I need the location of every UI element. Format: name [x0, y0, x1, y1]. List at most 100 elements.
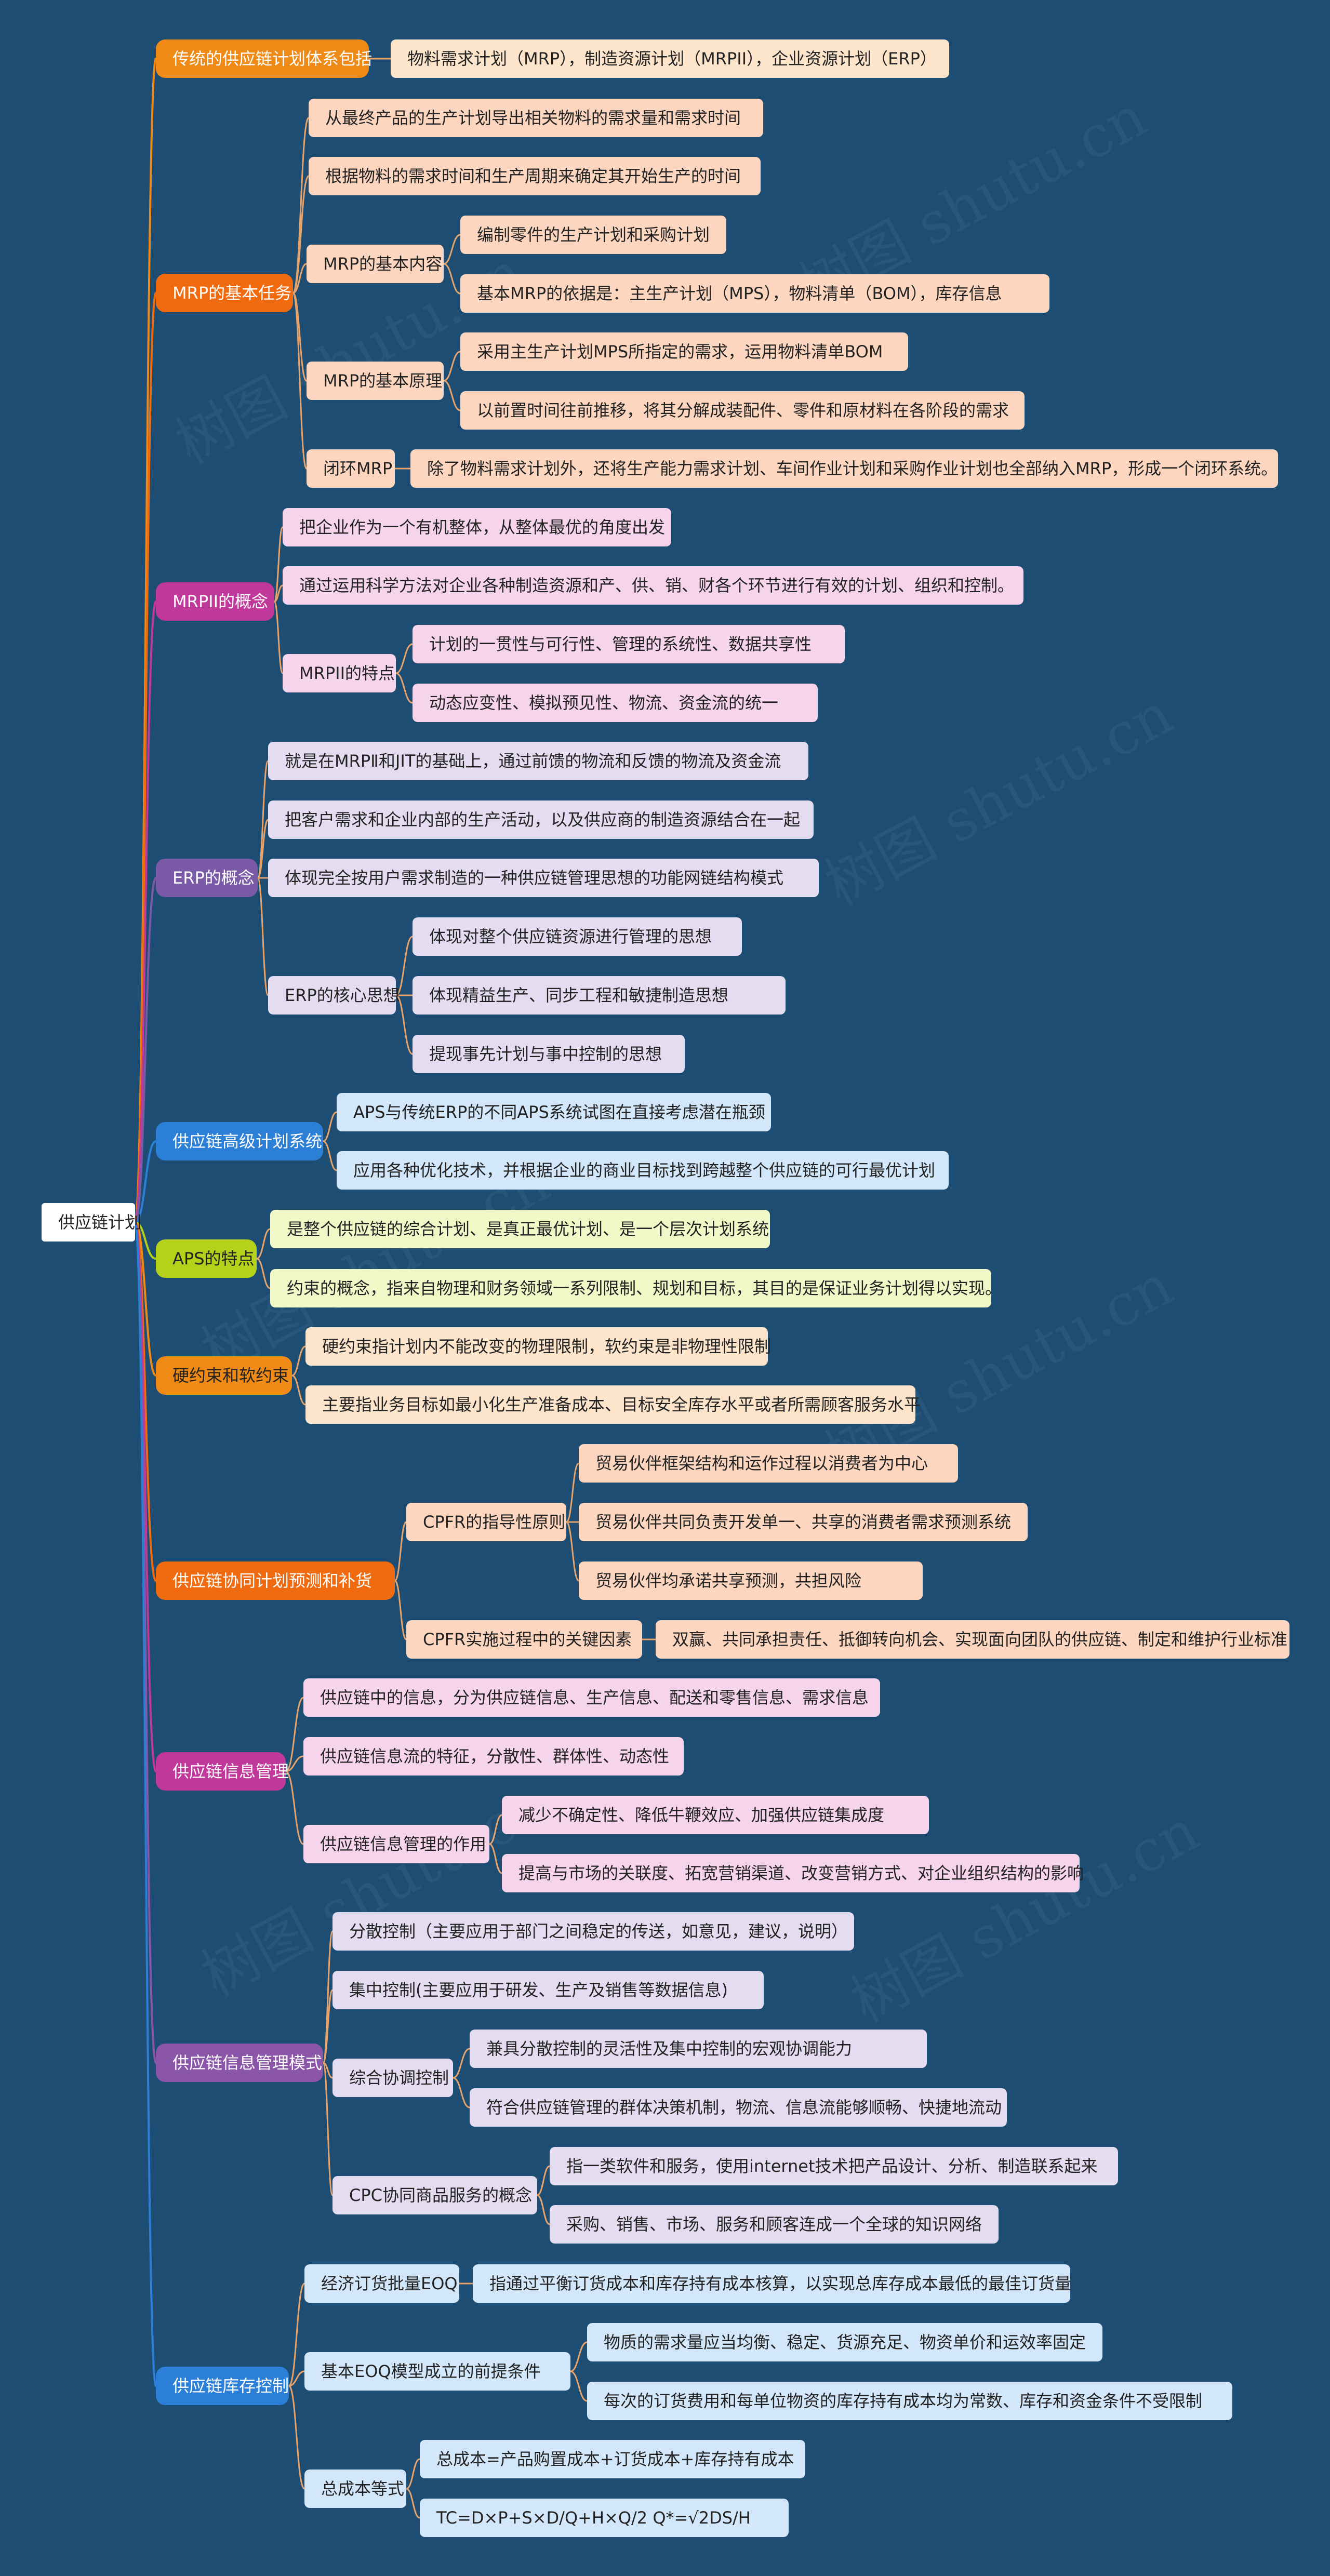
- leaf-node-b1c1[interactable]: 物料需求计划（MRP），制造资源计划（MRPII），企业资源计划（ERP）: [391, 39, 949, 78]
- connector-b3: [134, 600, 157, 1223]
- connector-b3c1: [273, 526, 284, 603]
- connector-b7c2: [291, 1374, 306, 1406]
- leaf-node-b3c3a[interactable]: 计划的一贯性与可行性、管理的系统性、数据共享性: [413, 625, 845, 663]
- leaf-node-b4c4b[interactable]: 体现精益生产、同步工程和敏捷制造思想: [413, 976, 786, 1015]
- connector-b10c3a: [453, 2048, 470, 2079]
- leaf-node-b11c3[interactable]: 总成本等式: [304, 2470, 406, 2508]
- connector-b9c3: [285, 1770, 304, 1845]
- leaf-node-b11c2b[interactable]: 每次的订货费用和每单位物资的库存持有成本均为常数、库存和资金条件不受限制: [587, 2382, 1232, 2420]
- leaf-node-b4c4[interactable]: ERP的核心思想: [268, 976, 400, 1015]
- leaf-node-b11c3a[interactable]: 总成本=产品购置成本+订货成本+库存持有成本: [420, 2440, 805, 2478]
- leaf-node-b10c3b[interactable]: 符合供应链管理的群体决策机制，物流、信息流能够顺畅、快捷地流动: [470, 2088, 1007, 2127]
- leaf-node-b3c3b[interactable]: 动态应变性、模拟预见性、物流、资金流的统一: [413, 684, 818, 722]
- connector-b2c5: [292, 292, 308, 470]
- branch-node-b2[interactable]: MRP的基本任务: [156, 274, 293, 312]
- leaf-node-b8c1b[interactable]: 贸易伙伴共同负责开发单一、共享的消费者需求预测系统: [579, 1503, 1028, 1541]
- connector-b6: [135, 1221, 156, 1260]
- leaf-node-b5c2[interactable]: 应用各种优化技术，并根据企业的商业目标找到跨越整个供应链的可行最优计划: [337, 1151, 949, 1190]
- leaf-node-b6c2[interactable]: 约束的概念，指来自物理和财务领域一系列限制、规划和目标，其目的是保证业务计划得以…: [270, 1269, 1002, 1307]
- leaf-node-b3c3[interactable]: MRPII的特点: [283, 654, 396, 692]
- leaf-node-b2c4[interactable]: MRP的基本原理: [307, 362, 444, 400]
- leaf-node-b2c3[interactable]: MRP的基本内容: [307, 245, 444, 283]
- leaf-node-b5c1[interactable]: APS与传统ERP的不同APS系统试图在直接考虑潜在瓶颈: [337, 1093, 771, 1131]
- leaf-node-b4c4c[interactable]: 提现事先计划与事中控制的思想: [413, 1035, 685, 1073]
- connector-b8c1a: [565, 1462, 580, 1523]
- leaf-node-b2c5[interactable]: 闭环MRP: [307, 449, 395, 488]
- branch-node-b11[interactable]: 供应链库存控制: [156, 2367, 289, 2405]
- leaf-node-b4c2[interactable]: 把客户需求和企业内部的生产活动，以及供应商的制造资源结合在一起: [268, 800, 814, 839]
- connector-b9c3b: [489, 1843, 502, 1874]
- leaf-node-b8c1c[interactable]: 贸易伙伴均承诺共享预测，共担风险: [579, 1561, 923, 1600]
- connector-b5: [135, 1140, 156, 1223]
- leaf-node-b9c3a[interactable]: 减少不确定性、降低牛鞭效应、加强供应链集成度: [502, 1796, 929, 1834]
- leaf-node-b8c2[interactable]: CPFR实施过程中的关键因素: [406, 1620, 642, 1659]
- leaf-node-b10c3[interactable]: 综合协调控制: [332, 2059, 453, 2097]
- connector-b11c2b: [570, 2370, 588, 2402]
- branch-node-b7[interactable]: 硬约束和软约束: [156, 1356, 292, 1395]
- leaf-node-b11c2a[interactable]: 物质的需求量应当均衡、稳定、货源充足、物资单价和运效率固定: [587, 2323, 1102, 2361]
- leaf-node-b2c4b[interactable]: 以前置时间往前推移，将其分解成装配件、零件和原材料在各阶段的需求: [460, 391, 1025, 430]
- connector-b2c2: [292, 175, 310, 294]
- connector-b7c1: [291, 1345, 306, 1377]
- branch-node-b1[interactable]: 传统的供应链计划体系包括: [156, 39, 372, 78]
- branch-node-b4[interactable]: ERP的概念: [156, 859, 258, 897]
- connector-b2c4b: [443, 380, 461, 411]
- connector-b3c2: [274, 584, 283, 603]
- branch-node-b10[interactable]: 供应链信息管理模式: [156, 2044, 323, 2082]
- connector-b9c1: [285, 1697, 304, 1772]
- leaf-node-b10c1[interactable]: 分散控制（主要应用于部门之间稳定的传送，如意见，建议，说明）: [332, 1912, 854, 1951]
- leaf-node-b10c4a[interactable]: 指一类软件和服务，使用internet技术把产品设计、分析、制造联系起来: [550, 2147, 1118, 2185]
- leaf-node-b4c4a[interactable]: 体现对整个供应链资源进行管理的思想: [413, 917, 742, 956]
- leaf-node-b11c1[interactable]: 经济订货批量EOQ: [304, 2264, 459, 2303]
- connector-b2c3b: [443, 263, 461, 295]
- leaf-node-b3c1[interactable]: 把企业作为一个有机整体，从整体最优的角度出发: [283, 508, 671, 546]
- connector-b4c4a: [395, 936, 413, 996]
- connector-b11c3a: [406, 2458, 420, 2490]
- connector-b11: [134, 1221, 157, 2387]
- branch-node-b8[interactable]: 供应链协同计划预测和补货: [156, 1561, 395, 1600]
- connector-b4c2: [257, 819, 269, 879]
- leaf-node-b3c2[interactable]: 通过运用科学方法对企业各种制造资源和产、供、销、财各个环节进行有效的计划、组织和…: [283, 566, 1023, 605]
- leaf-node-b2c2[interactable]: 根据物料的需求时间和生产周期来确定其开始生产的时间: [309, 157, 761, 195]
- leaf-node-b7c1[interactable]: 硬约束指计划内不能改变的物理限制，软约束是非物理性限制: [305, 1327, 771, 1366]
- branch-node-b3[interactable]: MRPII的概念: [156, 582, 274, 621]
- leaf-node-b10c4[interactable]: CPC协同商品服务的概念: [332, 2176, 537, 2214]
- leaf-node-b11c2[interactable]: 基本EOQ模型成立的前提条件: [304, 2352, 570, 2391]
- leaf-node-b9c2[interactable]: 供应链信息流的特征，分散性、群体性、动态性: [303, 1737, 684, 1776]
- leaf-node-b8c2a[interactable]: 双赢、共同承担责任、抵御转向机会、实现面向团队的供应链、制定和维护行业标准: [656, 1620, 1289, 1659]
- connector-b3c3b: [395, 672, 413, 704]
- leaf-node-b8c1[interactable]: CPFR的指导性原则: [406, 1503, 566, 1541]
- leaf-node-b2c5a[interactable]: 除了物料需求计划外，还将生产能力需求计划、车间作业计划和采购作业计划也全部纳入M…: [410, 449, 1278, 488]
- branch-node-b5[interactable]: 供应链高级计划系统: [156, 1122, 323, 1160]
- leaf-node-b10c4b[interactable]: 采购、销售、市场、服务和顾客连成一个全球的知识网络: [550, 2205, 999, 2244]
- connector-b2c3a: [443, 234, 461, 265]
- connector-b8c2: [394, 1580, 407, 1640]
- leaf-node-b2c4a[interactable]: 采用主生产计划MPS所指定的需求，运用物料清单BOM: [460, 332, 908, 371]
- leaf-node-b2c3b[interactable]: 基本MRP的依据是：主生产计划（MPS），物料清单（BOM），库存信息: [460, 274, 1049, 313]
- connector-b10c4b: [537, 2194, 550, 2225]
- leaf-node-b7c2[interactable]: 主要指业务目标如最小化生产准备成本、目标安全库存水平或者所需顾客服务水平: [305, 1385, 921, 1424]
- leaf-node-b10c2[interactable]: 集中控制(主要应用于研发、生产及销售等数据信息): [332, 1971, 764, 2009]
- leaf-node-b4c1[interactable]: 就是在MRPⅡ和JIT的基础上，通过前馈的物流和反馈的物流及资金流: [268, 742, 808, 780]
- connector-b3c3a: [395, 643, 413, 674]
- root-node[interactable]: 供应链计划: [42, 1203, 141, 1242]
- leaf-node-b6c1[interactable]: 是整个供应链的综合计划、是真正最优计划、是一个层次计划系统: [270, 1210, 770, 1248]
- connector-b9c3a: [489, 1814, 502, 1845]
- leaf-node-b9c3b[interactable]: 提高与市场的关联度、拓宽营销渠道、改变营销方式、对企业组织结构的影响: [502, 1854, 1084, 1892]
- leaf-node-b11c1a[interactable]: 指通过平衡订货成本和库存持有成本核算，以实现总库存成本最低的最佳订货量: [473, 2264, 1071, 2303]
- leaf-node-b11c3b[interactable]: TC=D×P+S×D/Q+H×Q/2 Q*=√2DS/H: [420, 2499, 789, 2537]
- leaf-node-b8c1a[interactable]: 贸易伙伴框架结构和运作过程以消费者为中心: [579, 1444, 958, 1483]
- connector-b11c2a: [570, 2341, 588, 2372]
- leaf-node-b9c1[interactable]: 供应链中的信息，分为供应链信息、生产信息、配送和零售信息、需求信息: [303, 1678, 880, 1717]
- leaf-node-b2c3a[interactable]: 编制零件的生产计划和采购计划: [460, 216, 726, 254]
- branch-node-b9[interactable]: 供应链信息管理: [156, 1752, 289, 1791]
- leaf-node-b9c3[interactable]: 供应链信息管理的作用: [303, 1825, 489, 1863]
- connector-b10: [134, 1221, 157, 2064]
- connector-b7: [134, 1221, 157, 1377]
- connector-b10c3b: [453, 2077, 470, 2108]
- connector-b9c2: [285, 1755, 304, 1772]
- leaf-node-b4c3[interactable]: 体现完全按用户需求制造的一种供应链管理思想的功能网链结构模式: [268, 859, 819, 897]
- leaf-node-b2c1[interactable]: 从最终产品的生产计划导出相关物料的需求量和需求时间: [309, 99, 763, 137]
- leaf-node-b10c3a[interactable]: 兼具分散控制的灵活性及集中控制的宏观协调能力: [470, 2030, 927, 2068]
- branch-node-b6[interactable]: APS的特点: [156, 1239, 257, 1278]
